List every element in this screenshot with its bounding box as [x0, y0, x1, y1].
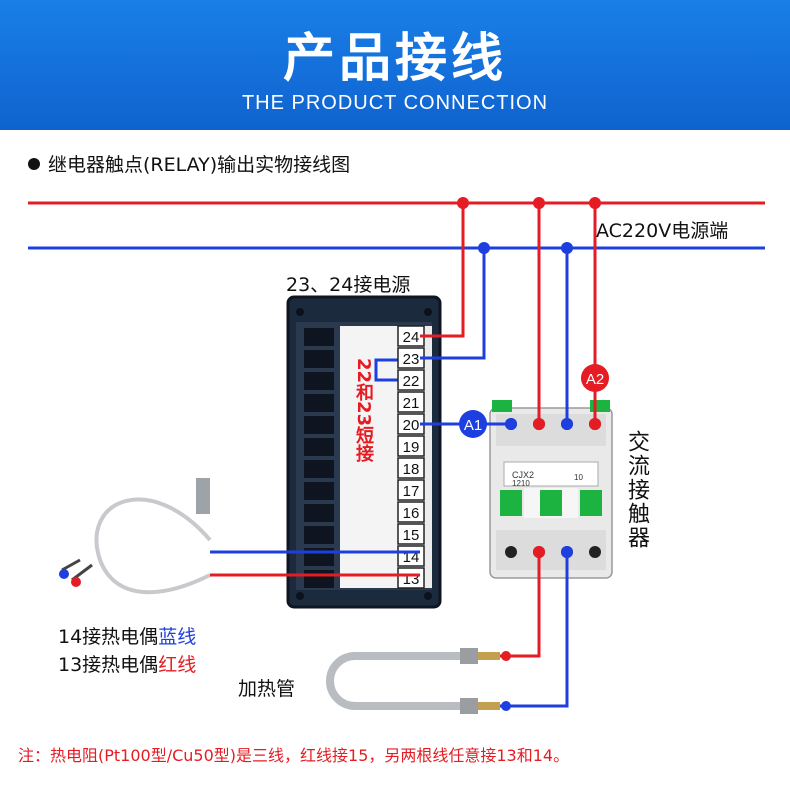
terminal-box — [397, 369, 425, 391]
terminal-box — [397, 501, 425, 523]
terminal-number: 20 — [403, 417, 420, 434]
tc-line1: 14接热电偶蓝线 — [58, 622, 196, 649]
junction-dot — [501, 651, 511, 661]
terminal-number: 24 — [403, 329, 420, 346]
heater-tube — [326, 648, 500, 714]
junction-dot — [457, 197, 469, 209]
junction-dot — [533, 418, 545, 430]
junction-dot — [533, 197, 545, 209]
contactor-model: CJX2 — [512, 470, 534, 480]
junction-dot — [589, 418, 601, 430]
junction-dot — [478, 242, 490, 254]
thermocouple-probe — [59, 478, 212, 595]
title-banner: 产品接线 THE PRODUCT CONNECTION — [0, 0, 790, 130]
junction-dot — [505, 418, 517, 430]
contactor-label: 交流接触器 — [624, 430, 649, 550]
tc-line1-color: 蓝线 — [158, 626, 197, 648]
terminal-number: 18 — [403, 461, 420, 478]
short-link — [374, 358, 402, 382]
heater-label: 加热管 — [238, 678, 296, 700]
terminal-box — [397, 457, 425, 479]
wire-23-neutral — [420, 248, 486, 360]
power-note: 23、24接电源 — [286, 274, 411, 296]
contactor-no: 10 — [574, 473, 583, 482]
section-heading-text: 继电器触点(RELAY)输出实物接线图 — [48, 154, 351, 176]
junction-dot — [589, 197, 601, 209]
bullet-icon — [28, 158, 40, 170]
tc-line1-prefix: 14接热电偶 — [58, 626, 159, 648]
a2-badge — [581, 364, 609, 392]
junction-dot — [501, 701, 511, 711]
power-label: AC220V电源端 — [596, 220, 729, 242]
terminal-box — [397, 391, 425, 413]
terminal-number: 19 — [403, 439, 420, 456]
wire-heater-live — [500, 552, 541, 658]
tc-line2: 13接热电偶红线 — [58, 650, 196, 677]
terminal-number: 16 — [403, 505, 420, 522]
terminal-number: 21 — [403, 395, 420, 412]
terminal-number: 23 — [403, 351, 420, 368]
junction-dot — [561, 418, 573, 430]
junction-dot — [561, 546, 573, 558]
a1-badge-text: A1 — [464, 417, 482, 434]
terminal-box — [397, 479, 425, 501]
a1-badge — [459, 410, 487, 438]
terminal-number: 15 — [403, 527, 420, 544]
banner-subtitle: THE PRODUCT CONNECTION — [241, 92, 549, 114]
a2-badge-text: A2 — [586, 371, 604, 388]
terminal-number: 17 — [403, 483, 420, 500]
junction-dot — [533, 546, 545, 558]
terminal-number: 22 — [403, 373, 420, 390]
terminal-box — [397, 523, 425, 545]
footnote: 注：热电阻(Pt100型/Cu50型)是三线，红线接15，另两根线任意接13和1… — [18, 746, 570, 765]
contactor-rating: 1210 — [512, 479, 530, 488]
terminal-box — [397, 567, 425, 589]
wire-24-live — [420, 203, 465, 338]
tc-line2-color: 红线 — [158, 654, 197, 676]
short-note: 22和23短接 — [353, 358, 374, 463]
tc-line2-prefix: 13接热电偶 — [58, 654, 159, 676]
terminal-box — [397, 435, 425, 457]
section-heading: 继电器触点(RELAY)输出实物接线图 — [28, 150, 350, 177]
junction-dot — [561, 242, 573, 254]
banner-title: 产品接线 — [282, 29, 507, 89]
wire-heater-neutral — [500, 552, 569, 708]
